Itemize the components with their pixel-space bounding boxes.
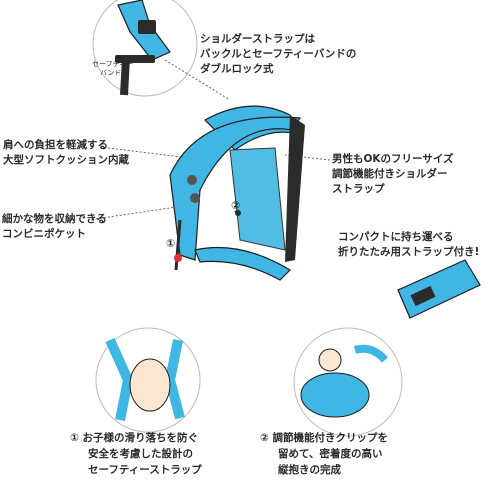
fold-strap-icon [410,285,436,307]
baby-head [318,348,342,372]
free-size-callout: 男性もOKのフリーサイズ 調節機能付きショルダー ストラップ [332,152,454,197]
marker-one: ① [166,237,176,250]
safety-strap-caption: ① お子様の滑り落ちを防ぐ 安全を考慮した設計の セーフティーストラップ [70,430,202,478]
buckle-callout-line-2: バックルとセーフティーバンドの [200,48,357,60]
safety-band-strap [120,57,130,96]
cushion-callout: 肩への負担を軽減する 大型ソフトクッション内蔵 [3,138,129,168]
pocket-button-icon [187,175,197,185]
cushion-callout-line-1: 肩への負担を軽減する [3,139,108,151]
free-size-callout-line-1: 男性もOKのフリーサイズ [332,153,454,165]
pocket-callout-line-2: コンビニポケット [2,228,86,240]
compact-callout-line-2: 折りたたみ用ストラップ付き! [338,246,480,258]
pocket-callout-line-1: 細かな物を収納できる [2,213,107,225]
free-size-callout-line-3: ストラップ [332,183,385,195]
folded-sling [397,259,481,319]
baby-figure [129,358,171,412]
clip-caption-line-1: ② 調節機能付きクリップを [260,432,389,444]
clip-caption: ② 調節機能付きクリップを 留めて、密着度の高い 縦抱きの完成 [260,430,388,478]
safety-strap-caption-line-3: セーフティーストラップ [88,464,202,476]
buckle-detail-circle [92,0,198,97]
safety-strap-detail-circle [95,327,201,433]
free-size-callout-line-2: 調節機能付きショルダー [332,168,448,180]
adjust-clip-icon [235,210,241,216]
clip-detail-circle [293,327,403,437]
buckle-callout: ショルダーストラップは バックルとセーフティーバンドの ダブルロック式 [200,32,356,77]
buckle-callout-line-3: ダブルロック式 [200,63,274,75]
safety-strap-caption-line-1: ① お子様の滑り落ちを防ぐ [70,432,199,444]
safety-band-label: セーフティー バンド [92,60,133,78]
safety-strap-clip-icon [174,254,182,262]
clip-caption-line-3: 縦抱きの完成 [278,464,341,476]
compact-callout-line-1: コンパクトに持ち運べる [338,231,454,243]
compact-callout: コンパクトに持ち運べる 折りたたみ用ストラップ付き! [338,230,479,260]
shoulder-strap [285,115,305,262]
marker-two: ② [231,199,241,212]
safety-strap-caption-line-2: 安全を考慮した設計の [88,448,193,460]
buckle-icon [138,20,156,34]
buckle-callout-line-1: ショルダーストラップは [200,33,315,45]
pocket-callout: 細かな物を収納できる コンビニポケット [2,212,107,242]
cushion-callout-line-2: 大型ソフトクッション内蔵 [3,154,129,166]
safety-band-label-line-2: バンド [100,69,122,77]
clip-caption-line-2: 留めて、密着度の高い [278,448,383,460]
baby-sling-body [169,105,305,281]
safety-band-label-line-1: セーフティー [92,60,134,68]
